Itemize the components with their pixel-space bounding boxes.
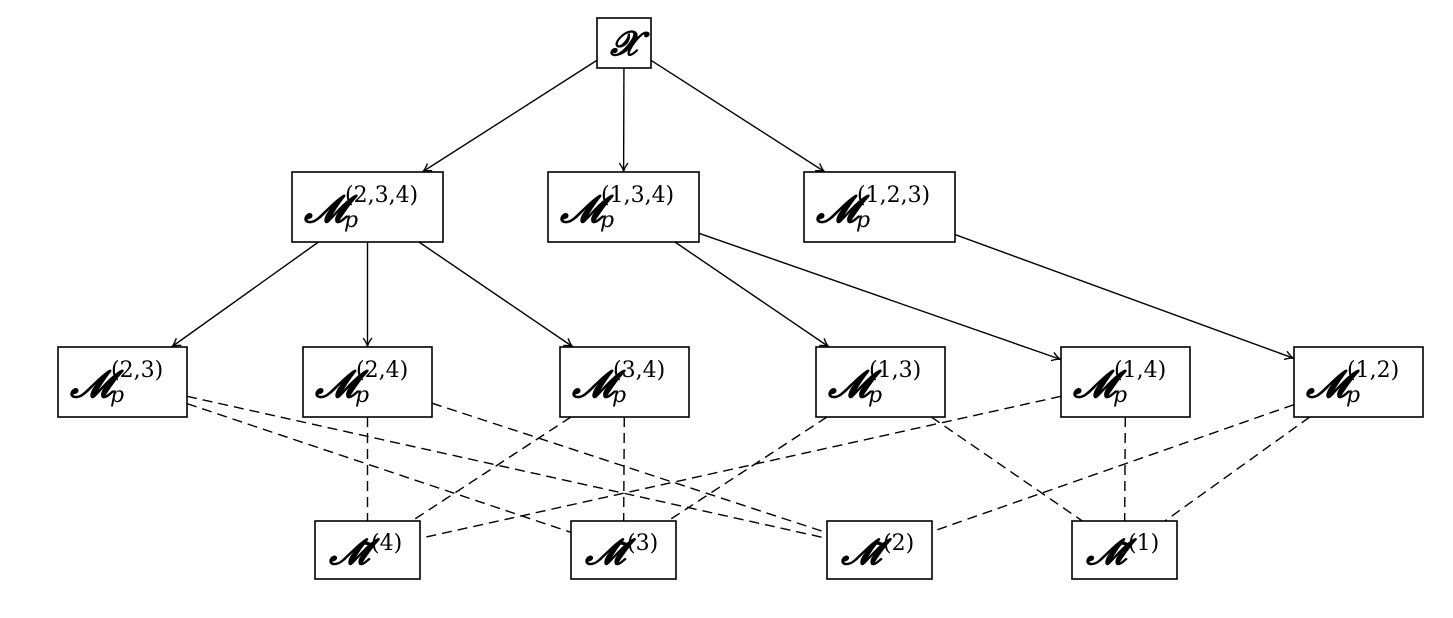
dashed-edge-m23-t3	[186, 402, 572, 534]
node-m23: 𝓜p(2,3)	[57, 346, 188, 418]
node-box-t2	[826, 520, 933, 580]
dashed-edge-m12-t1	[1164, 416, 1311, 522]
node-superscript: (1,3)	[869, 358, 921, 383]
node-subscript: p	[355, 383, 369, 408]
node-box-t3	[570, 520, 677, 580]
node-subscript: p	[1346, 383, 1360, 408]
node-superscript: (2,3,4)	[345, 183, 418, 208]
node-subscript: p	[110, 383, 124, 408]
node-t4: 𝓜̃(4)	[314, 520, 421, 580]
node-superscript: (1)	[1128, 531, 1159, 556]
node-superscript: (4)	[371, 531, 402, 556]
node-box-m23	[57, 346, 188, 418]
node-m12: 𝓜p(1,2)	[1293, 346, 1424, 418]
node-x: 𝓧	[596, 17, 652, 69]
dashed-edge-m13-t3	[667, 416, 828, 522]
node-superscript: (1,3,4)	[601, 183, 674, 208]
dashed-edge-m34-t3	[622, 416, 625, 522]
node-superscript: (3)	[627, 531, 658, 556]
arrow-edge-m234-m24	[362, 242, 373, 348]
node-superscript: (2,4)	[356, 358, 408, 383]
arrow-edge-x-m134	[618, 67, 629, 173]
node-box-m24	[302, 346, 433, 418]
node-subscript: p	[856, 208, 870, 233]
arrow-edge-x-m234	[421, 59, 598, 173]
arrow-edge-m134-m13	[674, 241, 830, 348]
node-m14: 𝓜p(1,4)	[1060, 346, 1191, 418]
dashed-edge-m14-t4	[419, 395, 1062, 540]
node-box-m34	[559, 346, 690, 418]
node-t3: 𝓜̃(3)	[570, 520, 677, 580]
node-box-m134	[547, 171, 700, 243]
node-subscript: p	[612, 383, 626, 408]
node-m234: 𝓜p(2,3,4)	[291, 171, 444, 243]
node-subscript: p	[344, 208, 358, 233]
node-box-t1	[1071, 520, 1178, 580]
node-superscript: (1,4)	[1114, 358, 1166, 383]
node-superscript: (1,2)	[1347, 358, 1399, 383]
dashed-edge-m14-t1	[1123, 416, 1126, 522]
node-box-m14	[1060, 346, 1191, 418]
dashed-edge-m13-t1	[930, 416, 1083, 522]
node-superscript: (2,3)	[111, 358, 163, 383]
arrow-edge-m134-m14	[698, 232, 1062, 362]
node-box-m123	[803, 171, 956, 243]
node-subscript: p	[1113, 383, 1127, 408]
node-m123: 𝓜p(1,2,3)	[803, 171, 956, 243]
node-box-t4	[314, 520, 421, 580]
edges-layer	[171, 59, 1311, 540]
node-m13: 𝓜p(1,3)	[815, 346, 946, 418]
node-box-x	[596, 17, 652, 69]
node-t1: 𝓜̃(1)	[1071, 520, 1178, 580]
arrow-edge-x-m123	[650, 59, 826, 173]
node-superscript: (2)	[883, 531, 914, 556]
node-box-m234	[291, 171, 444, 243]
node-m34: 𝓜p(3,4)	[559, 346, 690, 418]
node-box-m13	[815, 346, 946, 418]
arrow-edge-m234-m23	[171, 241, 319, 348]
dashed-edge-m23-t2	[186, 395, 828, 540]
dashed-edge-m24-t2	[431, 402, 828, 534]
node-t2: 𝓜̃(2)	[826, 520, 933, 580]
node-box-m12	[1293, 346, 1424, 418]
node-subscript: p	[600, 208, 614, 233]
node-subscript: p	[868, 383, 882, 408]
nodes-layer: 𝓧 𝓜p(2,3,4) 𝓜p(1,3,4) 𝓜p(1,2,3) 𝓜p(2,3) 𝓜p(2,…	[57, 17, 1424, 580]
node-m24: 𝓜p(2,4)	[302, 346, 433, 418]
node-superscript: (3,4)	[613, 358, 665, 383]
node-m134: 𝓜p(1,3,4)	[547, 171, 700, 243]
node-superscript: (1,2,3)	[857, 183, 930, 208]
arrow-edge-m234-m34	[418, 241, 574, 348]
